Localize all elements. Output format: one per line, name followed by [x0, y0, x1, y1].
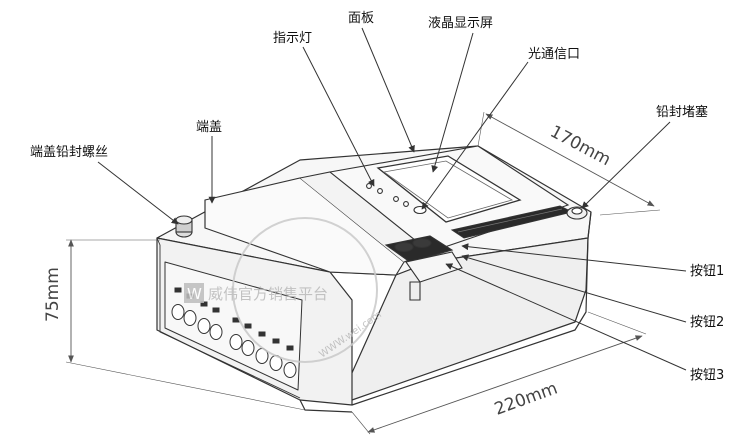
watermark-logo-box — [184, 283, 204, 303]
button-cluster — [384, 235, 463, 301]
terminal-hole — [209, 324, 223, 340]
label-indicator-light: 指示灯 — [273, 31, 312, 46]
callout-labels: 指示灯 面板 液晶显示屏 光通信口 铅封堵塞 端盖 端盖铅封螺丝 按钮1 按钮2… — [30, 11, 724, 383]
terminal-pin — [212, 307, 220, 313]
label-terminal-cover: 端盖 — [196, 120, 222, 135]
button1-knob — [394, 241, 414, 253]
terminal-pin — [258, 331, 266, 337]
indicator-dot — [403, 201, 409, 207]
callout-leaders — [97, 27, 687, 371]
terminal-pin — [244, 323, 252, 329]
terminal-hole — [229, 334, 243, 350]
dim-depth: 170mm — [547, 122, 614, 170]
label-seal-plug: 铅封堵塞 — [656, 104, 708, 120]
terminal-pin — [286, 345, 294, 351]
terminal-pin — [174, 287, 182, 293]
indicator-dot — [377, 188, 383, 194]
terminal-pin — [272, 338, 280, 344]
terminal-hole — [171, 304, 185, 320]
watermark-logo: W — [187, 285, 202, 303]
terminal-block — [171, 287, 297, 378]
watermark-seal-ring — [232, 217, 378, 363]
dimension-lines — [65, 111, 661, 435]
terminal-hole — [283, 362, 297, 378]
terminal-hole — [241, 340, 255, 356]
terminal-hole — [183, 310, 197, 326]
label-panel: 面板 — [348, 11, 374, 26]
label-terminal-seal-screw: 端盖铅封螺丝 — [30, 145, 108, 160]
watermark-brand: 威伟官方销售平台 — [208, 285, 328, 303]
indicator-dot — [366, 183, 372, 189]
label-optical-port: 光通信口 — [528, 47, 580, 62]
optical-port-ring — [413, 205, 427, 215]
label-button3: 按钮3 — [690, 368, 724, 383]
seal-plug — [566, 206, 588, 220]
terminal-seal-screw — [175, 215, 193, 238]
label-button2: 按钮2 — [690, 315, 724, 330]
label-lcd: 液晶显示屏 — [428, 16, 493, 31]
dim-height: 75mm — [43, 267, 63, 322]
button2-knob — [412, 237, 432, 249]
label-button1: 按钮1 — [690, 264, 724, 279]
indicator-dot — [393, 196, 399, 202]
terminal-hole — [197, 318, 211, 334]
